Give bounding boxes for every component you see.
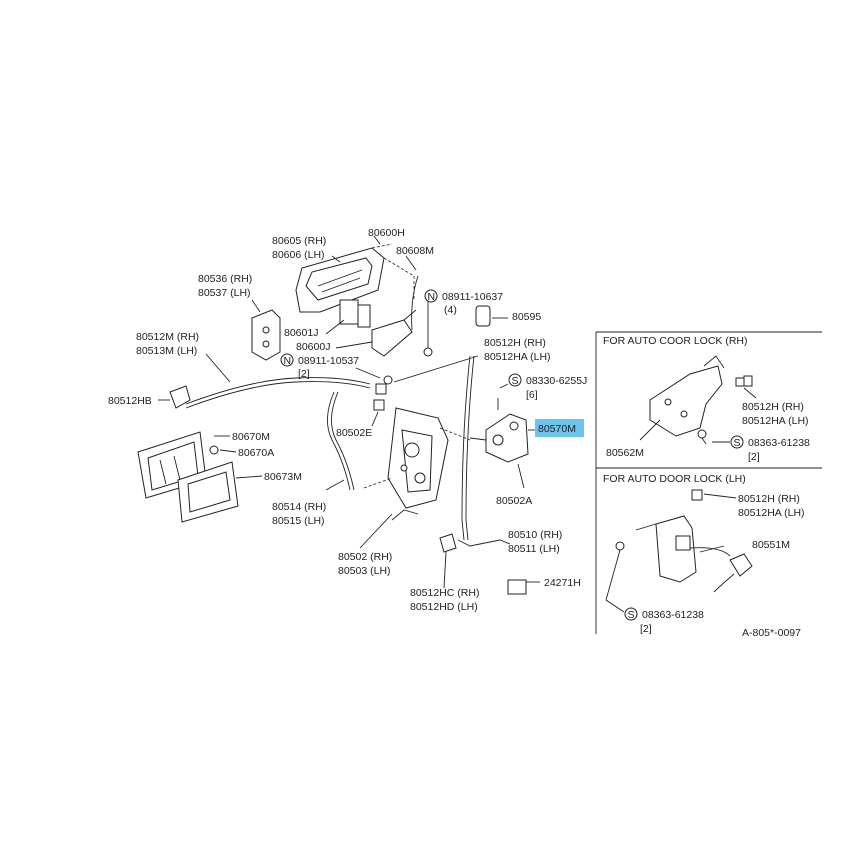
label-80511: 80511 (LH) bbox=[508, 543, 560, 555]
label-80512HD: 80512HD (LH) bbox=[410, 601, 478, 613]
label-80536: 80536 (RH) bbox=[198, 273, 252, 285]
inset-lh-80512H: 80512H (RH) bbox=[738, 493, 800, 505]
rod-80512H bbox=[461, 355, 471, 541]
label-08911-10637-qty: (4) bbox=[444, 304, 457, 316]
badge-n-1: N bbox=[428, 291, 436, 303]
door-latch-80502 bbox=[363, 407, 471, 521]
tag-24271H bbox=[507, 579, 527, 595]
highlighted-part-80570M[interactable]: 80570M bbox=[535, 419, 584, 437]
striker-80570M bbox=[485, 413, 529, 463]
link-80600J bbox=[371, 309, 417, 357]
bracket-80536 bbox=[251, 309, 281, 361]
label-80502E: 80502E bbox=[336, 427, 372, 439]
label-80512HA: 80512HA (LH) bbox=[484, 351, 551, 363]
label-80673M: 80673M bbox=[264, 471, 302, 483]
label-80670A: 80670A bbox=[238, 447, 274, 459]
leader-lines bbox=[158, 235, 540, 589]
clip-80595 bbox=[475, 305, 491, 327]
rod-80512M bbox=[185, 377, 371, 405]
badge-n-2: N bbox=[284, 355, 292, 367]
label-80502: 80502 (RH) bbox=[338, 551, 392, 563]
clip-80512HB bbox=[169, 385, 191, 409]
label-80502A: 80502A bbox=[496, 495, 532, 507]
inset-lh-80512HA: 80512HA (LH) bbox=[738, 507, 805, 519]
label-80600H: 80600H bbox=[368, 227, 405, 239]
inset-lh-title: FOR AUTO DOOR LOCK (LH) bbox=[603, 473, 746, 485]
diagram-code: A-805*-0097 bbox=[742, 627, 801, 639]
inset-lh-80551M: 80551M bbox=[752, 539, 790, 551]
label-80515: 80515 (LH) bbox=[272, 515, 325, 527]
inset-rh-08363-61238: 08363-61238 bbox=[748, 437, 810, 449]
inset-rh-80512HA: 80512HA (LH) bbox=[742, 415, 809, 427]
label-80512HB: 80512HB bbox=[108, 395, 152, 407]
badge-s-2: S bbox=[734, 437, 741, 449]
inset-rh-80562M: 80562M bbox=[606, 447, 644, 459]
inset-auto-door-lock: FOR AUTO COOR LOCK (RH) 80512H (RH) 8051… bbox=[595, 331, 822, 639]
inset-rh-80512H: 80512H (RH) bbox=[742, 401, 804, 413]
clip-80512HC bbox=[439, 533, 457, 553]
label-80514: 80514 (RH) bbox=[272, 501, 326, 513]
label-08911-10537: 08911-10537 bbox=[298, 355, 359, 367]
label-80512M: 80512M (RH) bbox=[136, 331, 199, 343]
outside-handle-assembly bbox=[295, 243, 419, 331]
label-80570M: 80570M bbox=[538, 423, 576, 435]
label-08330-6255J: 08330-6255J bbox=[526, 375, 587, 387]
label-80510: 80510 (RH) bbox=[508, 529, 562, 541]
badge-s-1: S bbox=[512, 375, 519, 387]
inset-rh-title: FOR AUTO COOR LOCK (RH) bbox=[603, 335, 747, 347]
label-80600J: 80600J bbox=[296, 341, 330, 353]
rod-80510 bbox=[457, 539, 501, 547]
label-80512HC: 80512HC (RH) bbox=[410, 587, 479, 599]
label-80503: 80503 (LH) bbox=[338, 565, 391, 577]
inset-rh: FOR AUTO COOR LOCK (RH) 80512H (RH) 8051… bbox=[603, 335, 810, 463]
label-80513M: 80513M (LH) bbox=[136, 345, 197, 357]
label-08911-10537-qty: [2] bbox=[298, 368, 310, 380]
label-80595: 80595 bbox=[512, 311, 541, 323]
inset-lh-qty: [2] bbox=[640, 623, 652, 635]
label-80670M: 80670M bbox=[232, 431, 270, 443]
part-labels: 80600H 80605 (RH) 80606 (LH) 80608M 8053… bbox=[108, 227, 587, 613]
rod-80514 bbox=[327, 391, 351, 491]
inset-lh: FOR AUTO DOOR LOCK (LH) 80512H (RH) 8051… bbox=[603, 473, 805, 635]
label-80537: 80537 (LH) bbox=[198, 287, 251, 299]
badge-s-3: S bbox=[628, 609, 635, 621]
inset-lh-08363-61238: 08363-61238 bbox=[642, 609, 704, 621]
label-80606: 80606 (LH) bbox=[272, 249, 325, 261]
label-24271H: 24271H bbox=[544, 577, 581, 589]
label-80608M: 80608M bbox=[396, 245, 434, 257]
inset-rh-qty: [2] bbox=[748, 451, 760, 463]
escutcheon-80673M bbox=[177, 461, 239, 523]
label-80601J: 80601J bbox=[284, 327, 318, 339]
part-80502E bbox=[373, 399, 385, 411]
label-08911-10637: 08911-10637 bbox=[442, 291, 503, 303]
screw-80670A bbox=[209, 445, 219, 455]
label-08330-6255J-qty: [6] bbox=[526, 389, 538, 401]
label-80512H: 80512H (RH) bbox=[484, 337, 546, 349]
label-80605: 80605 (RH) bbox=[272, 235, 326, 247]
